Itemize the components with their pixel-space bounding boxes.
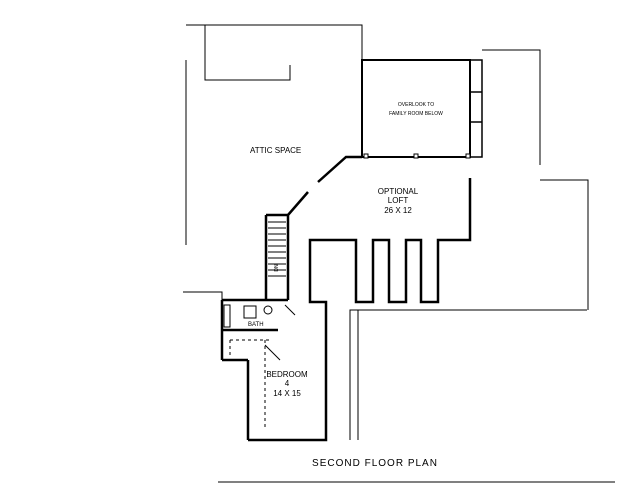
overlook-room bbox=[361, 59, 483, 159]
roof-outline bbox=[183, 24, 615, 483]
bedroom-name-label: BEDROOM bbox=[266, 370, 308, 379]
overlook-label-line1: OVERLOOK TO bbox=[398, 102, 434, 108]
loft-name-label-2: LOFT bbox=[388, 196, 409, 205]
plan-title: SECOND FLOOR PLAN bbox=[312, 458, 438, 469]
stair bbox=[264, 213, 288, 300]
bedroom-size-label: 14 X 15 bbox=[273, 389, 301, 398]
bedroom-number-label: 4 bbox=[285, 379, 290, 388]
bath-label: BATH bbox=[248, 322, 264, 328]
loft-name-label: OPTIONAL bbox=[378, 187, 419, 196]
stair-label: DN bbox=[274, 264, 280, 272]
bath-bedroom-walls bbox=[220, 298, 296, 440]
loft-size-label: 26 X 12 bbox=[384, 206, 412, 215]
attic-space-label: ATTIC SPACE bbox=[250, 146, 301, 155]
overlook-label-line2: FAMILY ROOM BELOW bbox=[389, 111, 443, 117]
